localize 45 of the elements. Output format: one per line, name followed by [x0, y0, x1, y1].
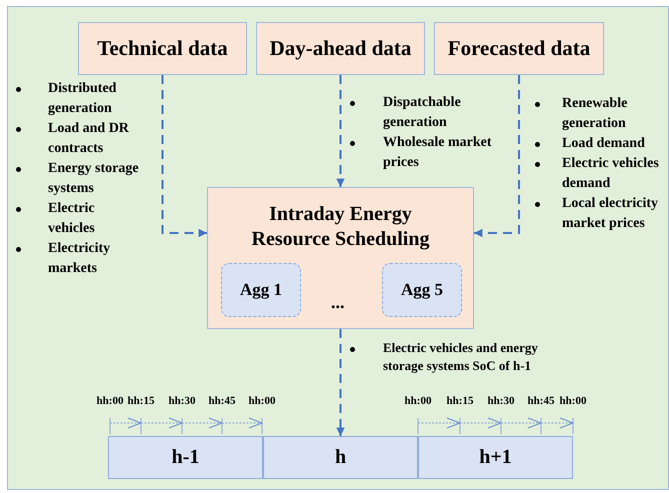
node-text: Intraday Energy Resource Scheduling	[250, 202, 430, 252]
node-text: Agg 1	[240, 279, 282, 301]
data-source-box	[256, 22, 425, 75]
time-label: hh:45	[208, 395, 236, 407]
time-label: hh:00	[248, 395, 276, 407]
scheduling-box	[207, 187, 474, 329]
bullet-item: Local electricity market prices	[562, 195, 660, 233]
timeline-hour-cell	[263, 436, 418, 479]
time-label: hh:15	[126, 395, 156, 407]
timeline-hour-cell	[108, 436, 263, 479]
dashed-arrow	[336, 75, 345, 187]
aggregator-box	[382, 263, 462, 317]
bullet-item: Dispatchable generation	[383, 94, 462, 132]
bullet-item: Wholesale market prices	[383, 134, 492, 172]
node-text: h-1	[172, 446, 200, 469]
dashed-arrow	[336, 329, 345, 436]
aggregator-box	[221, 263, 301, 317]
ellipsis-text: ...	[331, 292, 344, 313]
bullet-item: Load demand	[562, 135, 646, 153]
bullet-item: Renewable generation	[562, 95, 628, 133]
node-text: Day-ahead data	[270, 36, 412, 61]
node-text: Forecasted data	[448, 36, 590, 61]
time-label: hh:00	[404, 395, 432, 407]
time-label: hh:30	[168, 395, 196, 407]
time-label: hh:00	[96, 395, 124, 407]
time-label: hh:00	[558, 395, 588, 407]
bullet-item: Energy storage systems	[48, 160, 140, 198]
dashed-arrow	[474, 75, 520, 238]
dashed-arrow	[162, 75, 207, 238]
edge-label: Electric vehicles and energy storage systems SoC of h-1	[383, 339, 539, 375]
time-label: hh:45	[526, 395, 556, 407]
time-label: hh:30	[486, 395, 516, 407]
node-text: Agg 5	[400, 279, 444, 301]
bullet-item: Electric vehicles demand	[562, 155, 660, 193]
data-source-box	[78, 22, 247, 75]
timeline-hour-cell	[418, 436, 573, 479]
time-label: hh:15	[446, 395, 474, 407]
bullet-item: Electric vehicles	[48, 200, 96, 238]
bullet-item: Distributed generation	[48, 80, 118, 118]
bullet-item: Load and DR contracts	[48, 120, 130, 158]
node-text: Technical data	[97, 36, 228, 61]
node-text: h+1	[479, 446, 512, 469]
node-text: h	[334, 446, 346, 469]
data-source-box	[434, 22, 604, 75]
bullet-item: Electricity markets	[48, 240, 112, 278]
